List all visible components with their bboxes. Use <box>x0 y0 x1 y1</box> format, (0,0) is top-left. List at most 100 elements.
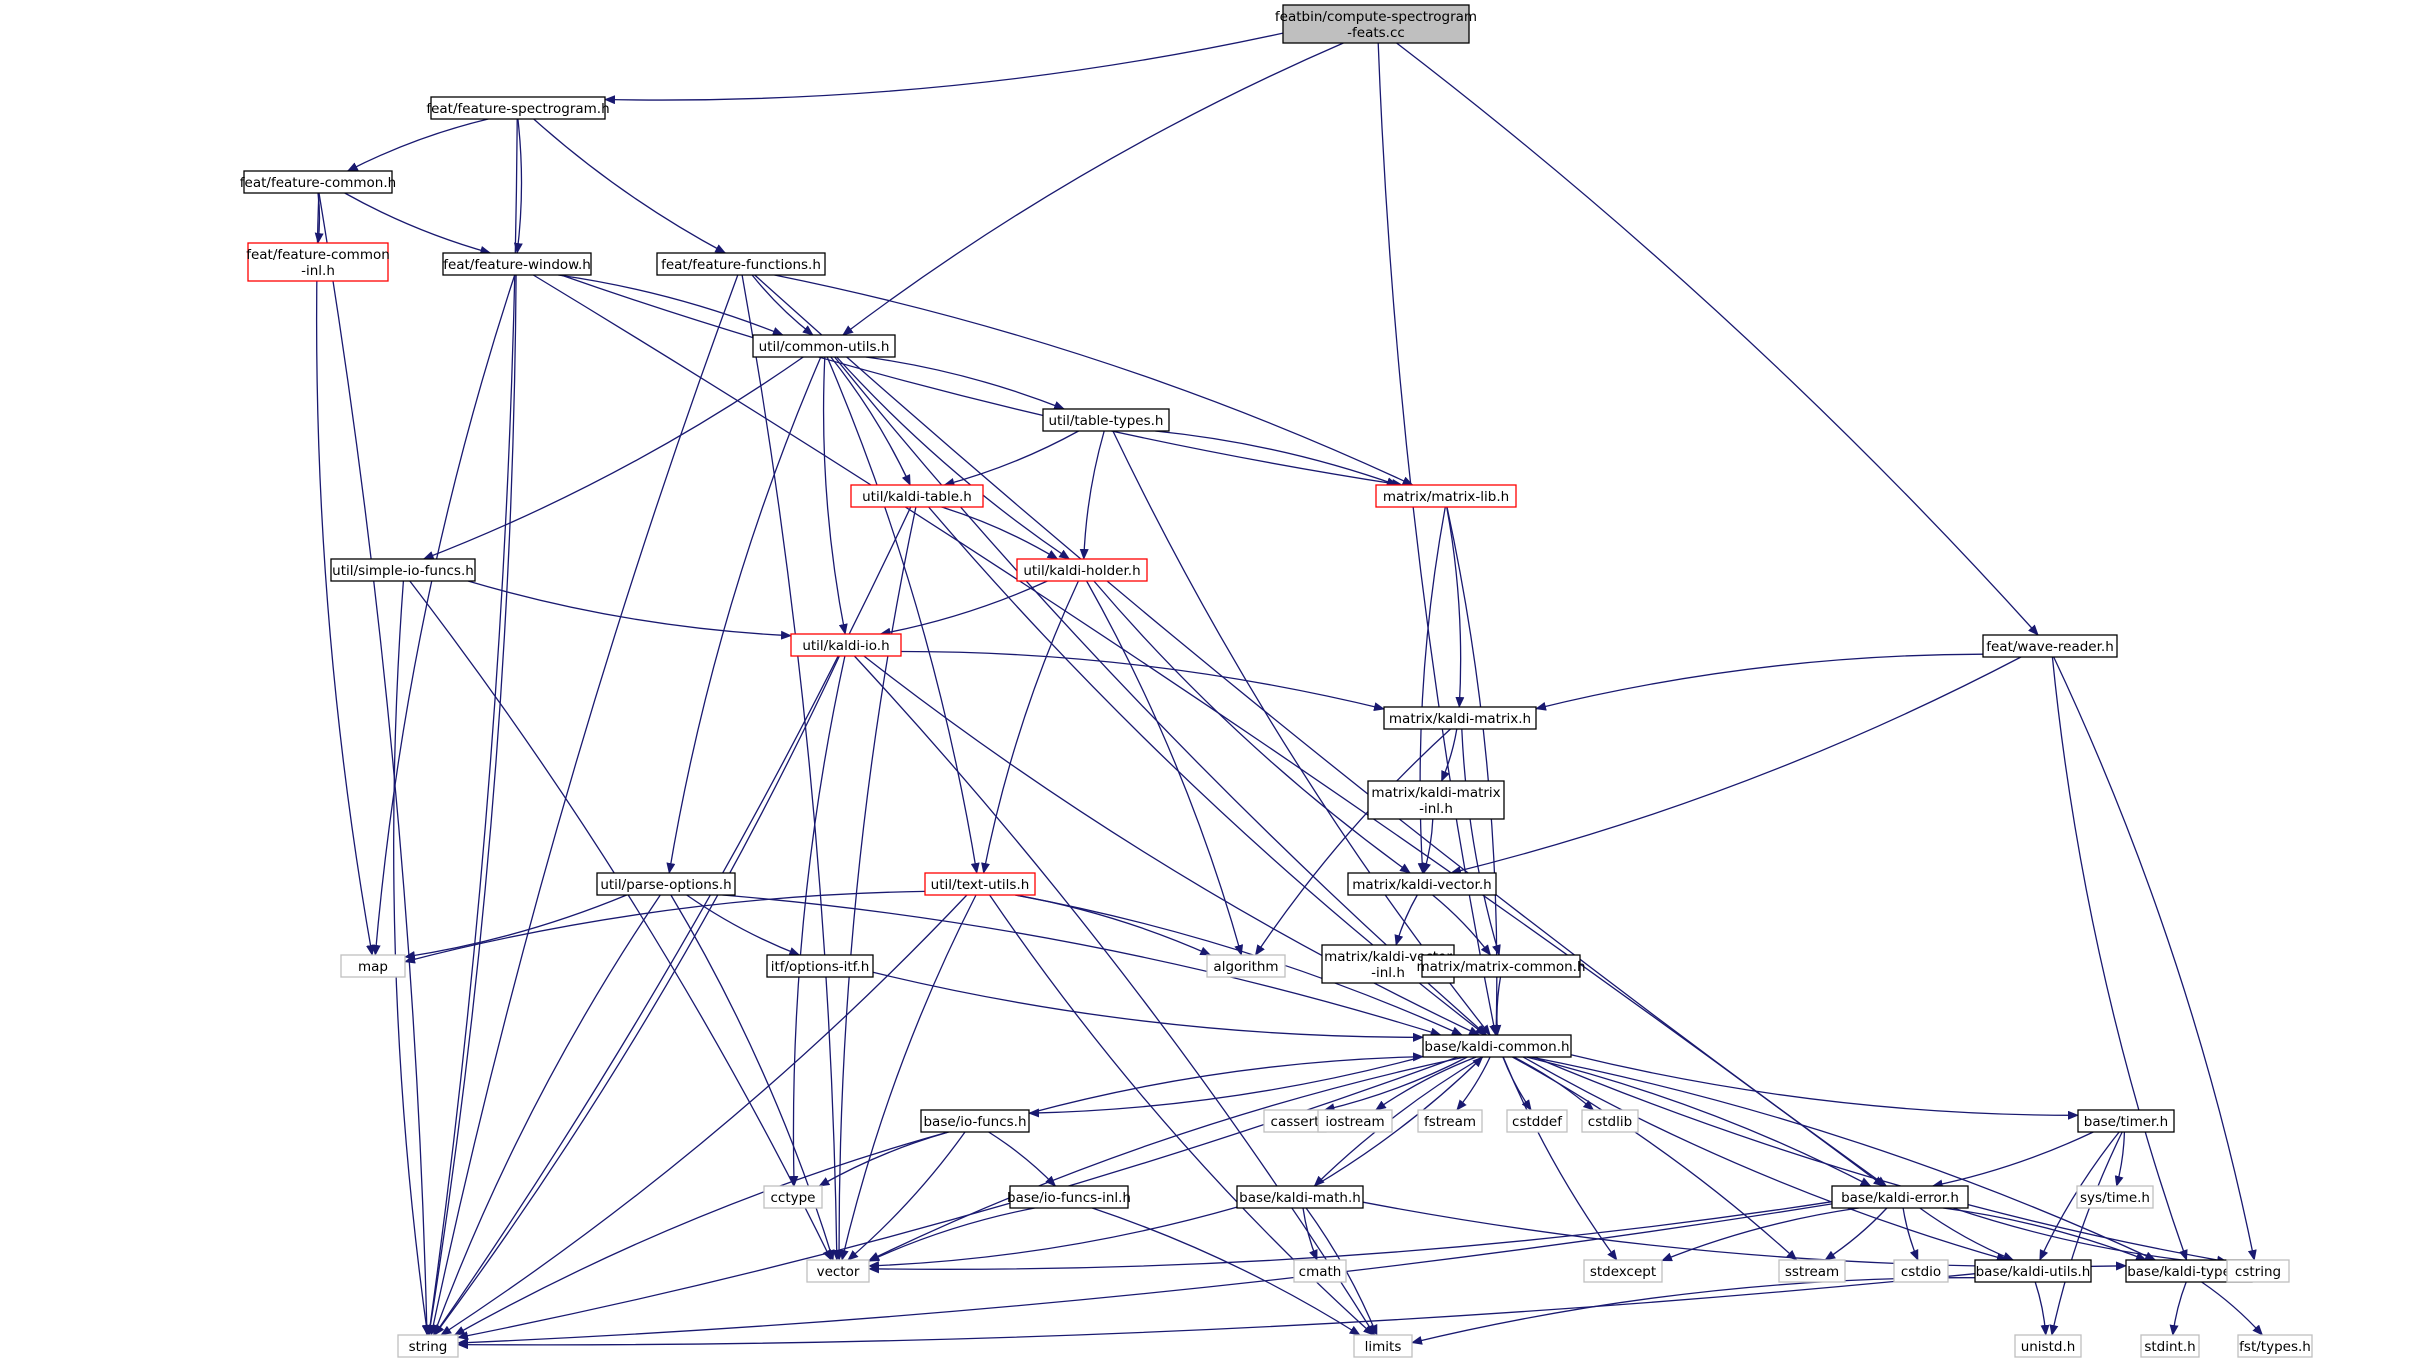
node-kvec[interactable]: matrix/kaldi-vector.h <box>1347 872 1497 896</box>
edge-popts-to-string <box>432 894 661 1336</box>
node-timer[interactable]: base/timer.h <box>2077 1109 2175 1133</box>
edge-kcommon-to-vector <box>868 1056 1465 1261</box>
node-label-kvec: matrix/kaldi-vector.h <box>1352 877 1491 893</box>
node-fcinl[interactable]: feat/feature-common-inl.h <box>246 242 390 282</box>
edge-kcommon-to-cstring <box>1533 1056 2228 1265</box>
node-kmatrix[interactable]: matrix/kaldi-matrix.h <box>1383 706 1537 730</box>
edge-timer-to-kutils <box>2039 1131 2120 1261</box>
edge-popts-to-oitf <box>686 894 801 956</box>
edge-kcommon-to-kmath <box>1313 1056 1483 1187</box>
edge-kmath-to-ktypes <box>1362 1201 2127 1271</box>
node-stdexcept: stdexcept <box>1583 1259 1663 1283</box>
edge-kerror-to-cstdio <box>1902 1207 1919 1261</box>
edge-cutils-to-kcommon <box>834 356 1488 1036</box>
node-box-vector <box>806 1259 870 1283</box>
node-mcommon[interactable]: matrix/matrix-common.h <box>1416 954 1586 978</box>
edge-kvec-to-kvinl <box>1394 894 1418 946</box>
node-root[interactable]: featbin/compute-spectrogram-feats.cc <box>1275 4 1477 44</box>
node-label-cstdio: cstdio <box>1901 1264 1941 1280</box>
node-ffunc[interactable]: feat/feature-functions.h <box>656 252 826 276</box>
edge-fcommon-to-map <box>315 192 375 956</box>
node-cutils[interactable]: util/common-utils.h <box>752 334 896 358</box>
node-box-iofuncs <box>920 1109 1030 1133</box>
node-string: string <box>397 1334 459 1358</box>
edge-popts-to-map <box>404 894 627 960</box>
node-label-kmatrix: matrix/kaldi-matrix.h <box>1389 711 1531 727</box>
edge-cutils-to-popts <box>666 356 822 874</box>
node-label-iostream: iostream <box>1325 1114 1384 1130</box>
node-box-iofinl <box>1009 1185 1129 1209</box>
node-label-fcinl: -inl.h <box>301 263 335 279</box>
edge-fwin-to-kerror <box>532 274 1885 1187</box>
node-box-sio <box>330 558 476 582</box>
edge-kcommon-to-stdexcept <box>1502 1056 1618 1261</box>
edge-fcommon-to-fcinl <box>314 192 324 244</box>
node-spec[interactable]: feat/feature-spectrogram.h <box>426 96 610 120</box>
node-label-unistd: unistd.h <box>2021 1339 2076 1355</box>
edge-kerror-to-stdexcept <box>1661 1207 1859 1262</box>
edge-kcommon-to-string <box>457 1056 1459 1341</box>
edge-kcommon-to-timer <box>1570 1054 2079 1120</box>
node-kio[interactable]: util/kaldi-io.h <box>790 633 902 657</box>
node-label-stdexcept: stdexcept <box>1590 1264 1656 1280</box>
node-label-mlib: matrix/matrix-lib.h <box>1383 489 1509 505</box>
node-box-cstring <box>2226 1259 2290 1283</box>
node-label-oitf: itf/options-itf.h <box>771 959 870 975</box>
node-wave[interactable]: feat/wave-reader.h <box>1982 634 2118 658</box>
edge-kmatrix-to-algo <box>1254 728 1451 956</box>
node-kminl[interactable]: matrix/kaldi-matrix-inl.h <box>1367 780 1505 820</box>
node-label-iofinl: base/io-funcs-inl.h <box>1007 1190 1131 1206</box>
node-tutils[interactable]: util/text-utils.h <box>924 872 1036 896</box>
node-box-kmatrix <box>1383 706 1537 730</box>
edge-wave-to-cstring <box>2053 656 2257 1261</box>
node-label-systime: sys/time.h <box>2080 1190 2150 1206</box>
edge-timer-to-systime <box>2114 1131 2126 1187</box>
node-box-cctype <box>763 1185 823 1209</box>
node-label-kcommon: base/kaldi-common.h <box>1424 1039 1569 1055</box>
edge-ttypes-to-ktable <box>943 430 1079 487</box>
node-box-cstdlib <box>1581 1109 1639 1133</box>
edge-fcommon-to-fwin <box>344 192 492 255</box>
edge-iofinl-to-vector <box>868 1207 1035 1262</box>
node-cmath: cmath <box>1293 1259 1347 1283</box>
node-box-ffunc <box>656 252 826 276</box>
node-label-cstdlib: cstdlib <box>1588 1114 1632 1130</box>
edge-kerror-to-kutils <box>1919 1207 2015 1261</box>
node-ttypes[interactable]: util/table-types.h <box>1042 408 1170 432</box>
node-kutils[interactable]: base/kaldi-utils.h <box>1974 1259 2092 1283</box>
edge-cutils-to-ktable <box>830 356 911 486</box>
node-kholder[interactable]: util/kaldi-holder.h <box>1016 558 1148 582</box>
node-iofuncs[interactable]: base/io-funcs.h <box>920 1109 1030 1133</box>
edge-spec-to-ffunc <box>533 118 727 254</box>
node-mlib[interactable]: matrix/matrix-lib.h <box>1375 484 1517 508</box>
node-sio[interactable]: util/simple-io-funcs.h <box>330 558 476 582</box>
node-box-root <box>1282 4 1470 44</box>
node-kcommon[interactable]: base/kaldi-common.h <box>1422 1034 1572 1058</box>
node-kerror[interactable]: base/kaldi-error.h <box>1831 1185 1969 1209</box>
edge-ffunc-to-string <box>428 274 739 1336</box>
node-label-kminl: matrix/kaldi-matrix <box>1371 785 1500 801</box>
node-label-fsttypes: fst/types.h <box>2239 1339 2311 1355</box>
edge-kminl-to-kvec <box>1422 818 1434 874</box>
edge-mlib-to-kvec <box>1417 506 1446 874</box>
edge-kcommon-to-fstream <box>1456 1056 1491 1111</box>
node-ktable[interactable]: util/kaldi-table.h <box>850 484 984 508</box>
edge-cutils-to-kholder <box>836 356 1071 560</box>
node-label-kmath: base/kaldi-math.h <box>1239 1190 1361 1206</box>
node-iofinl[interactable]: base/io-funcs-inl.h <box>1007 1185 1131 1209</box>
node-box-sstream <box>1778 1259 1846 1283</box>
node-kmath[interactable]: base/kaldi-math.h <box>1236 1185 1364 1209</box>
node-popts[interactable]: util/parse-options.h <box>596 872 736 896</box>
node-box-cstdio <box>1893 1259 1949 1283</box>
node-oitf[interactable]: itf/options-itf.h <box>766 954 874 978</box>
node-label-sio: util/simple-io-funcs.h <box>332 563 474 579</box>
node-fcommon[interactable]: feat/feature-common.h <box>240 170 396 194</box>
edge-spec-to-string <box>425 118 518 1336</box>
edge-kmatrix-to-kminl <box>1441 728 1458 782</box>
node-box-kio <box>790 633 902 657</box>
node-box-spec <box>430 96 606 120</box>
edge-spec-to-fcommon <box>346 118 489 172</box>
edge-ffunc-to-kerror <box>754 274 1888 1187</box>
node-fwin[interactable]: feat/feature-window.h <box>442 252 592 276</box>
